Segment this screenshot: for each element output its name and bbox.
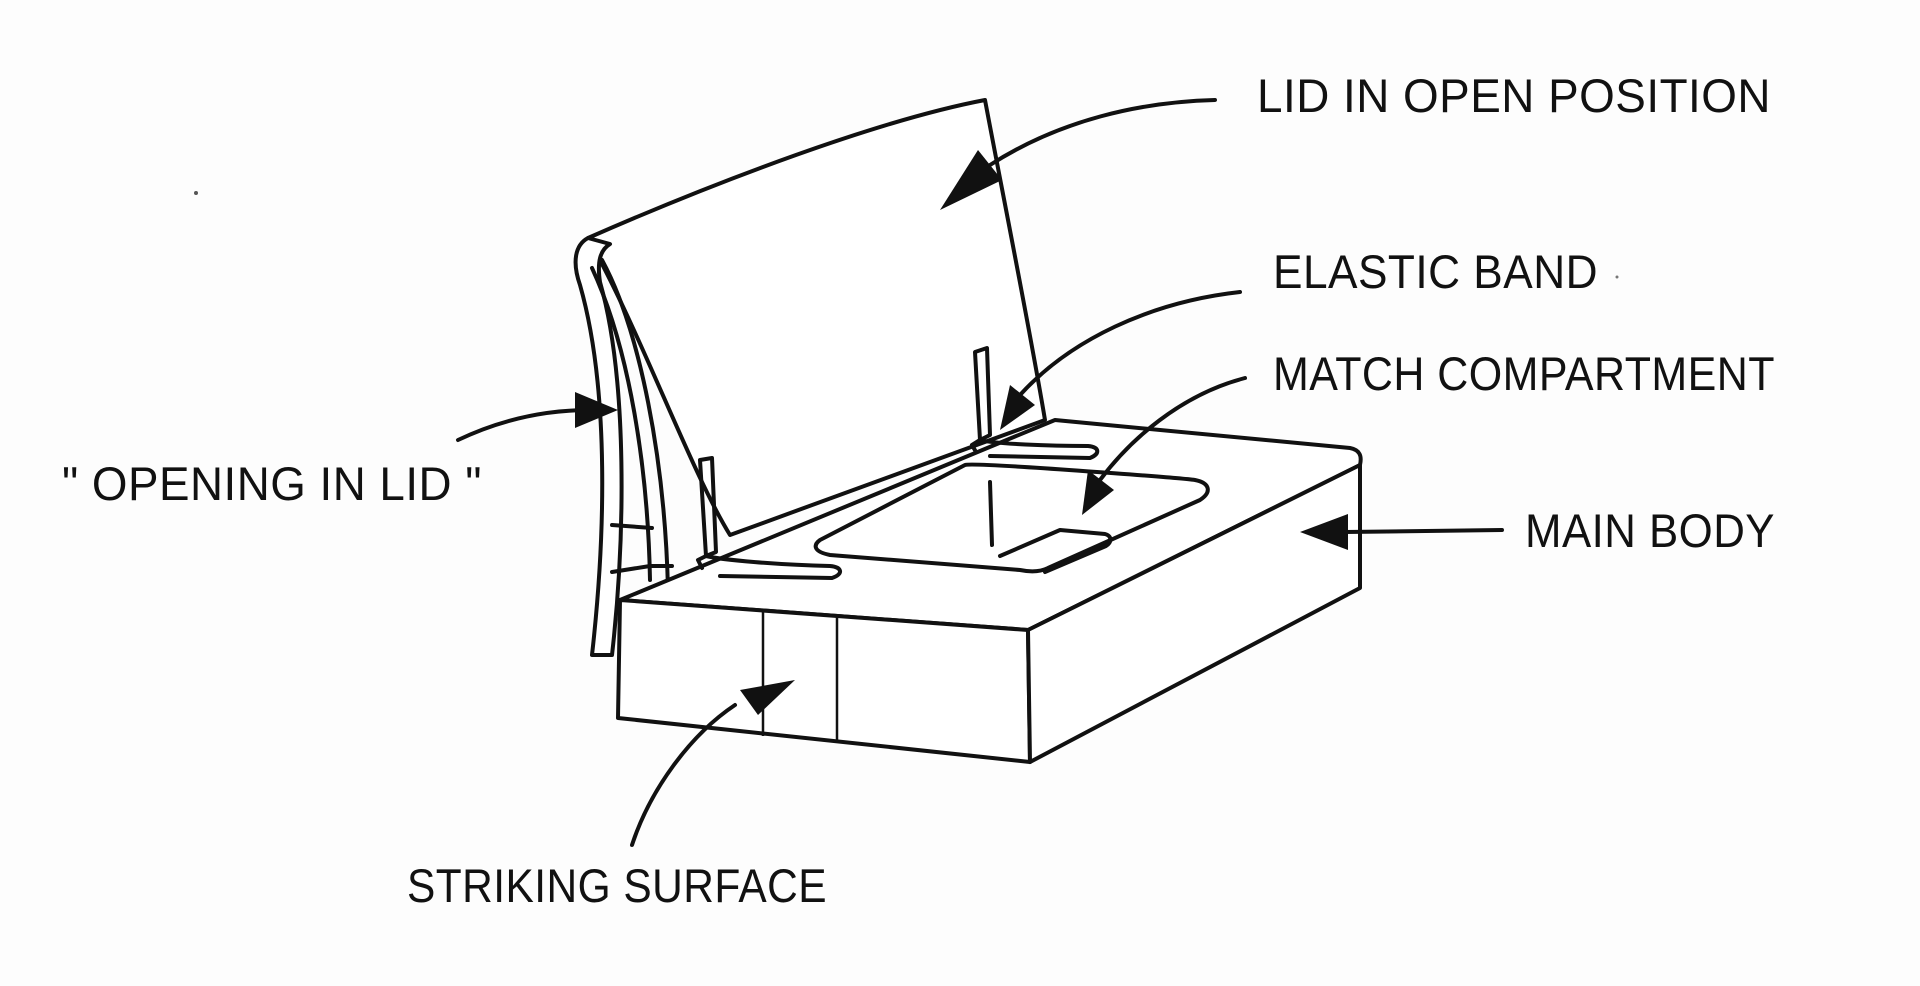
leader-striking-surface	[630, 680, 795, 847]
lid-hinge-pin	[610, 523, 654, 530]
leader-main-body	[1300, 514, 1504, 550]
lid-opening	[600, 258, 670, 592]
label-opening-in-lid: " OPENING IN LID "	[62, 457, 482, 510]
lid	[573, 98, 1047, 657]
body-side-face	[1026, 463, 1362, 764]
label-elastic-band: ELASTIC BAND	[1273, 245, 1598, 298]
lid-opening-inner	[590, 266, 652, 582]
compartment-rim	[813, 462, 1210, 574]
label-lid-open: LID IN OPEN POSITION	[1257, 69, 1771, 122]
compartment-inner-edge	[988, 480, 994, 547]
lid-hinge-foot	[610, 564, 674, 574]
leader-match-compartment	[1082, 376, 1247, 515]
scan-speck	[194, 191, 198, 195]
lid-edge	[573, 236, 624, 657]
compartment-divider	[998, 528, 1113, 574]
leader-opening-in-lid	[456, 392, 618, 442]
scan-speck	[1615, 275, 1619, 279]
label-match-compartment: MATCH COMPARTMENT	[1273, 347, 1775, 400]
elastic-band-left	[696, 456, 842, 580]
elastic-band-right	[970, 346, 1100, 460]
match-compartment	[813, 462, 1210, 574]
label-main-body: MAIN BODY	[1525, 504, 1775, 557]
lid-panel	[586, 98, 1047, 537]
label-striking-surface: STRIKING SURFACE	[407, 859, 827, 912]
leader-lid-open	[940, 98, 1217, 210]
leader-elastic-band	[1000, 290, 1242, 430]
body-front-face	[616, 598, 1032, 764]
